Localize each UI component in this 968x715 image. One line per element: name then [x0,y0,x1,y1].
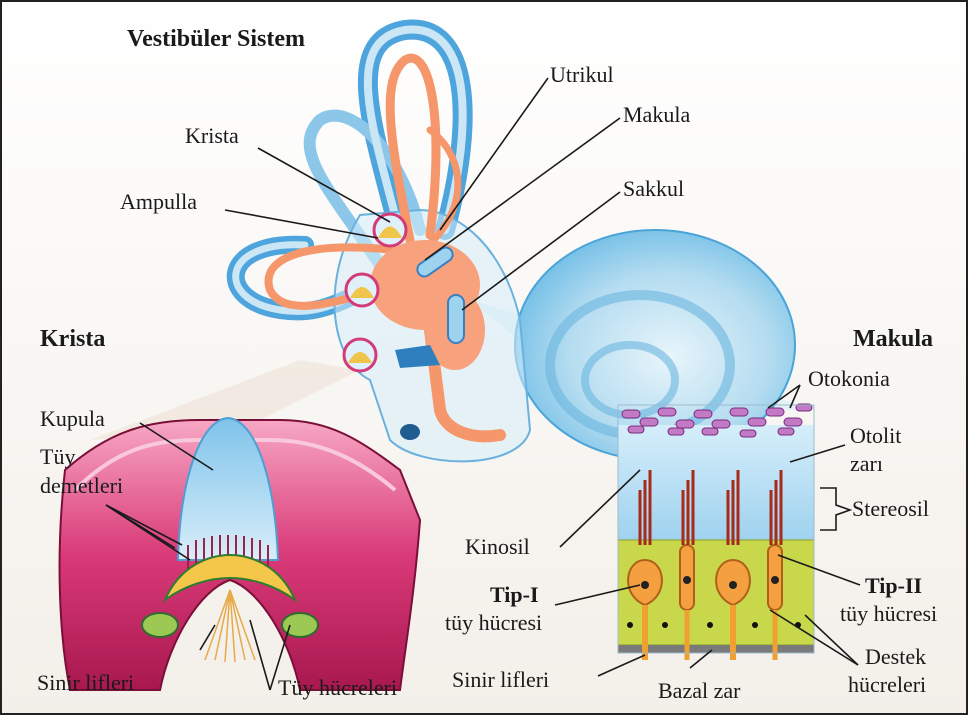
label-tip2-2: tüy hücresi [840,602,937,626]
label-makula: Makula [623,103,690,127]
label-sinir-lifleri-left: Sinir lifleri [37,671,134,695]
label-krista: Krista [185,124,239,148]
saccule-macula-shape [448,295,464,343]
label-tip2-1: Tip-II [865,574,922,598]
label-tip1-2: tüy hücresi [445,611,542,635]
label-kinosil: Kinosil [465,535,530,559]
label-destek-2: hücreleri [848,673,926,697]
title-vestibular-system: Vestibüler Sistem [127,27,305,51]
label-sakkul: Sakkul [623,177,684,201]
label-otolit-2: zarı [850,452,883,476]
label-tuy-demetleri-1: Tüy [40,445,75,469]
label-sinir-lifleri-right: Sinir lifleri [452,668,549,692]
label-otolit-1: Otolit [850,424,901,448]
round-window [400,424,420,440]
title-crista: Krista [40,327,105,351]
label-destek-1: Destek [865,645,926,669]
macula-inset [618,404,814,660]
label-tuy-hucreleri: Tüy hücreleri [278,676,397,700]
label-otokonia: Otokonia [808,367,890,391]
label-tip1-1: Tip-I [490,583,539,607]
title-macula: Makula [853,327,933,351]
label-utrikul: Utrikul [550,63,614,87]
label-bazal-zar: Bazal zar [658,679,740,703]
label-kupula: Kupula [40,407,105,431]
label-ampulla: Ampulla [120,190,197,214]
label-stereosil: Stereosil [852,497,929,521]
label-tuy-demetleri-2: demetleri [40,474,123,498]
